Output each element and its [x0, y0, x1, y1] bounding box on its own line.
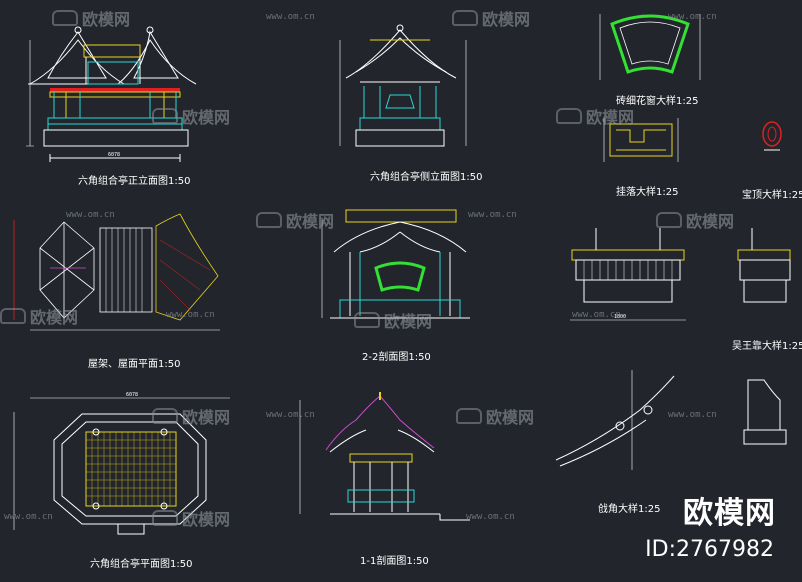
- caption-section-1-1: 1-1剖面图1:50: [360, 556, 429, 567]
- watermark-logo: 欧模网: [152, 404, 230, 428]
- asset-id-label: ID:2767982: [645, 537, 774, 562]
- watermark-url: www.om.cn: [572, 310, 621, 320]
- sofa-logo-icon: [152, 510, 178, 526]
- watermark-url: www.om.cn: [266, 410, 315, 420]
- corner-detail-drawing: [555, 370, 787, 470]
- sofa-logo-icon: [354, 312, 380, 328]
- watermark-url: www.om.cn: [266, 12, 315, 22]
- plan-width-dim: 6078: [126, 392, 138, 398]
- watermark-url: www.om.cn: [468, 210, 517, 220]
- caption-brick-window: 砖细花窗大样1:25: [616, 96, 699, 107]
- wuwang-width-dim: 1800: [614, 314, 626, 320]
- watermark-logo: 欧模网: [556, 104, 634, 128]
- watermark-logo: 欧模网: [152, 104, 230, 128]
- watermark-logo: 欧模网: [0, 304, 78, 328]
- watermark-logo: 欧模网: [256, 208, 334, 232]
- caption-hanging-fascia: 挂落大样1:25: [616, 187, 679, 198]
- finial-drawing: [762, 121, 782, 151]
- sofa-logo-icon: [256, 212, 282, 228]
- sofa-logo-icon: [52, 10, 78, 26]
- brick-window-drawing: [599, 14, 701, 80]
- watermark-url: www.om.cn: [166, 310, 215, 320]
- caption-finial: 宝顶大样1:25: [742, 190, 802, 201]
- watermark-logo: 欧模网: [656, 208, 734, 232]
- watermark-url: www.om.cn: [668, 410, 717, 420]
- front-elevation-drawing: 6078: [26, 26, 197, 162]
- sofa-logo-icon: [656, 212, 682, 228]
- sofa-logo-icon: [556, 108, 582, 124]
- sofa-logo-icon: [152, 108, 178, 124]
- front-width-dim: 6078: [108, 152, 120, 158]
- sofa-logo-icon: [152, 408, 178, 424]
- caption-side-elevation: 六角组合亭侧立面图1:50: [370, 172, 483, 183]
- roof-frame-plan-drawing: [13, 213, 220, 331]
- watermark-logo: 欧模网: [354, 308, 432, 332]
- watermark-logo: 欧模网: [452, 6, 530, 30]
- sofa-logo-icon: [456, 408, 482, 424]
- caption-corner-detail: 戗角大样1:25: [598, 504, 661, 515]
- watermark-url: www.om.cn: [66, 210, 115, 220]
- sofa-logo-icon: [452, 10, 478, 26]
- watermark-logo: 欧模网: [52, 6, 130, 30]
- caption-floor-plan: 六角组合亭平面图1:50: [90, 559, 193, 570]
- floor-plan-drawing: 6078: [13, 392, 230, 535]
- caption-section-2-2: 2-2剖面图1:50: [362, 352, 431, 363]
- caption-roof-frame-plan: 屋架、屋面平面1:50: [88, 359, 181, 370]
- hanging-fascia-drawing: [603, 118, 679, 162]
- section-2-2-drawing: [321, 209, 470, 319]
- side-elevation-drawing: [339, 24, 467, 147]
- sofa-logo-icon: [0, 308, 26, 324]
- watermark-url: www.om.cn: [668, 12, 717, 22]
- watermark-logo: 欧模网: [456, 404, 534, 428]
- watermark-logo: 欧模网: [152, 506, 230, 530]
- wuwang-seat-drawing: 1800: [570, 228, 791, 321]
- watermark-url: www.om.cn: [466, 512, 515, 522]
- brand-logo-text: 欧模网: [683, 496, 776, 531]
- caption-wuwang-seat: 吴王靠大样1:25: [732, 341, 802, 352]
- section-1-1-drawing: [299, 392, 470, 521]
- caption-front-elevation: 六角组合亭正立面图1:50: [78, 176, 191, 187]
- watermark-url: www.om.cn: [4, 512, 53, 522]
